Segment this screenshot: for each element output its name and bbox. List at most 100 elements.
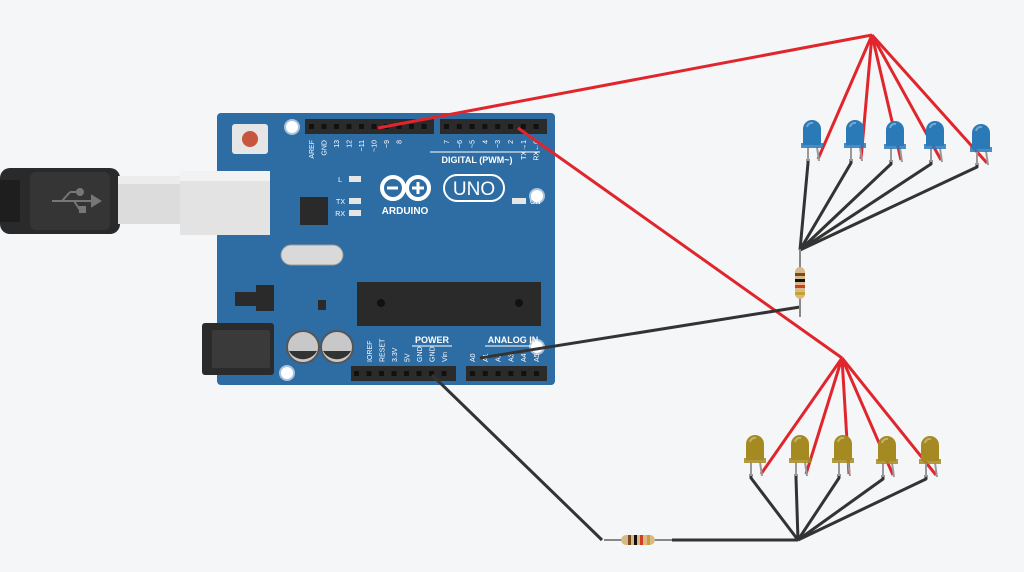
pin-hole[interactable] bbox=[309, 124, 314, 129]
led[interactable] bbox=[884, 121, 906, 163]
pin-label: GND bbox=[417, 346, 424, 362]
pin-label: RX←0 bbox=[534, 140, 541, 161]
pin-hole[interactable] bbox=[354, 371, 359, 376]
digital-header-right bbox=[440, 119, 547, 134]
power-jack[interactable] bbox=[202, 323, 274, 375]
mounting-hole bbox=[529, 188, 545, 204]
red-wire[interactable] bbox=[816, 34, 874, 160]
mounting-hole bbox=[279, 365, 295, 381]
red-wire[interactable] bbox=[840, 357, 938, 476]
led[interactable] bbox=[744, 435, 766, 477]
model-label: UNO bbox=[453, 179, 495, 200]
resistor-lower[interactable] bbox=[604, 535, 672, 545]
black-wire[interactable] bbox=[749, 474, 800, 541]
pin-hole[interactable] bbox=[441, 371, 447, 376]
pin-hole[interactable] bbox=[521, 371, 527, 376]
pin-label: 12 bbox=[347, 140, 354, 148]
led[interactable] bbox=[789, 435, 811, 477]
pin-label: ~6 bbox=[457, 140, 464, 148]
red-wire[interactable] bbox=[870, 33, 989, 165]
led[interactable] bbox=[876, 436, 898, 478]
pin-hole[interactable] bbox=[444, 124, 449, 129]
pin-label: GND bbox=[322, 140, 329, 156]
led[interactable] bbox=[832, 435, 854, 477]
black-wire[interactable] bbox=[479, 305, 801, 360]
pin-hole[interactable] bbox=[534, 371, 539, 376]
crystal-oscillator bbox=[280, 244, 344, 266]
pin-label: Vin bbox=[442, 352, 449, 362]
pin-hole[interactable] bbox=[396, 124, 402, 129]
pin-hole[interactable] bbox=[495, 371, 501, 376]
analog-header bbox=[466, 366, 547, 381]
pin-label: 13 bbox=[334, 140, 341, 148]
black-wire[interactable] bbox=[799, 160, 933, 252]
reset-button[interactable] bbox=[232, 124, 268, 154]
red-wire[interactable] bbox=[804, 357, 844, 475]
pin-label: 5V bbox=[405, 353, 412, 362]
led[interactable] bbox=[970, 124, 992, 166]
pin-hole[interactable] bbox=[456, 124, 462, 129]
pin-label: A5 bbox=[534, 353, 541, 362]
pin-hole[interactable] bbox=[366, 371, 372, 376]
pin-hole[interactable] bbox=[470, 371, 475, 376]
led-l-indicator bbox=[349, 176, 361, 182]
pin-hole[interactable] bbox=[379, 371, 384, 376]
capacitor bbox=[320, 330, 354, 364]
led[interactable] bbox=[844, 120, 866, 162]
pin-hole[interactable] bbox=[346, 124, 352, 129]
red-wire[interactable] bbox=[517, 126, 843, 360]
pin-hole[interactable] bbox=[469, 124, 475, 129]
black-wire[interactable] bbox=[797, 475, 928, 542]
red-wire[interactable] bbox=[759, 357, 844, 475]
header-pins bbox=[309, 124, 539, 376]
black-wire[interactable] bbox=[794, 474, 800, 541]
usb-cable[interactable] bbox=[0, 168, 180, 234]
pin-label: AREF bbox=[309, 140, 316, 159]
red-wire[interactable] bbox=[377, 33, 873, 130]
usb-chip bbox=[300, 197, 328, 225]
pin-hole[interactable] bbox=[371, 124, 377, 129]
pin-hole[interactable] bbox=[508, 124, 513, 129]
regulator bbox=[256, 285, 274, 311]
pin-hole[interactable] bbox=[429, 371, 434, 376]
pin-hole[interactable] bbox=[421, 124, 427, 129]
pin-label: A2 bbox=[496, 353, 503, 362]
pin-hole[interactable] bbox=[495, 124, 501, 129]
pin-hole[interactable] bbox=[409, 124, 414, 129]
led[interactable] bbox=[924, 121, 946, 163]
led-rx-indicator bbox=[349, 210, 361, 216]
power-header-title: POWER bbox=[415, 335, 450, 345]
black-wire[interactable] bbox=[430, 373, 604, 542]
pin-hole[interactable] bbox=[391, 371, 397, 376]
led[interactable] bbox=[801, 120, 823, 162]
pin-hole[interactable] bbox=[404, 371, 409, 376]
power-header bbox=[351, 366, 456, 381]
regulator bbox=[235, 292, 257, 306]
pin-label: ~5 bbox=[470, 140, 477, 148]
pin-hole[interactable] bbox=[359, 124, 364, 129]
pin-hole[interactable] bbox=[508, 371, 514, 376]
leds bbox=[744, 120, 992, 478]
black-wire[interactable] bbox=[797, 475, 885, 542]
pin-hole[interactable] bbox=[533, 124, 539, 129]
pin-hole[interactable] bbox=[321, 124, 327, 129]
pin-label: ~11 bbox=[359, 140, 366, 151]
pin-label: 4 bbox=[482, 140, 489, 144]
pin-label: ~10 bbox=[372, 140, 379, 152]
pin-hole[interactable] bbox=[482, 124, 488, 129]
led-tx-indicator bbox=[349, 198, 361, 204]
analog-header-title: ANALOG IN bbox=[488, 335, 539, 345]
pin-hole[interactable] bbox=[416, 371, 422, 376]
pin-hole[interactable] bbox=[520, 124, 526, 129]
led[interactable] bbox=[919, 436, 941, 478]
pin-hole[interactable] bbox=[334, 124, 339, 129]
pin-label: 7 bbox=[444, 140, 451, 144]
pin-label: GND bbox=[430, 346, 437, 362]
usb-b-port bbox=[180, 171, 270, 235]
pin-hole[interactable] bbox=[482, 371, 488, 376]
resistor-upper[interactable] bbox=[795, 249, 805, 317]
